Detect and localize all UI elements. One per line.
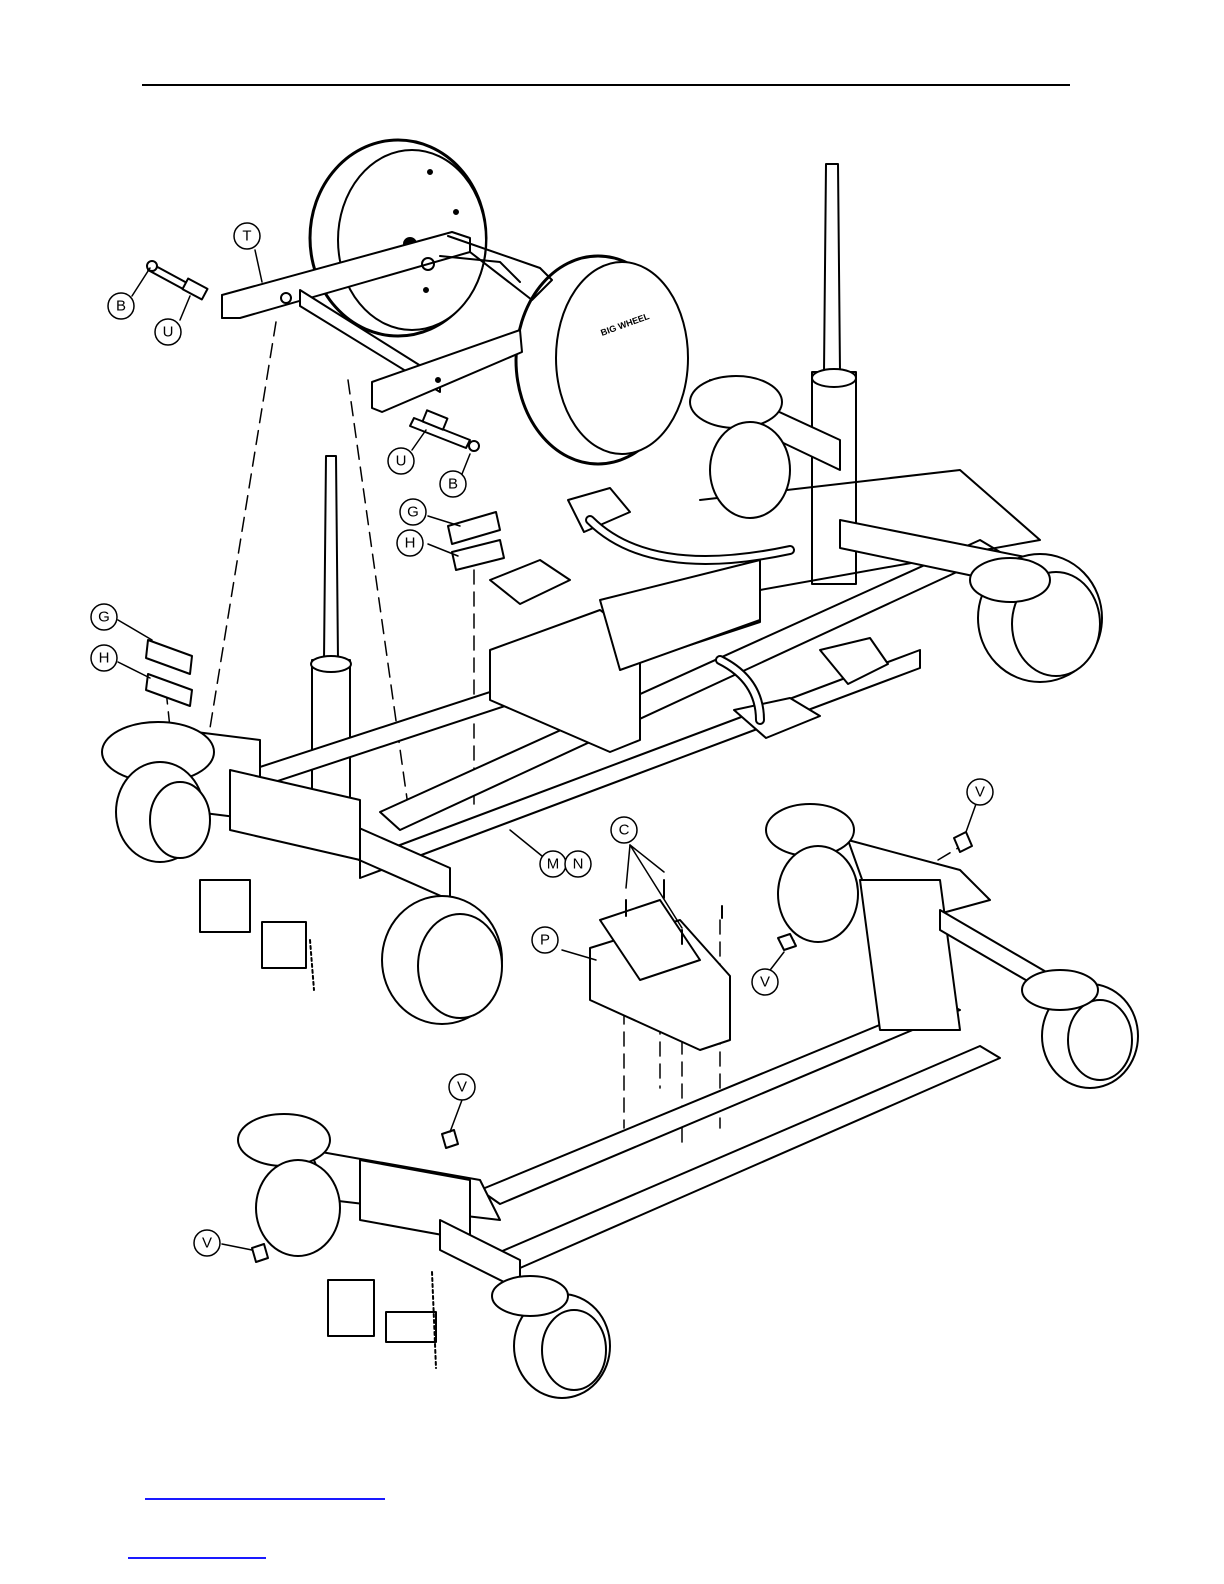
callout-m: M	[540, 851, 566, 877]
callout-p: P	[532, 927, 558, 953]
svg-text:B: B	[448, 476, 458, 493]
svg-text:V: V	[457, 1079, 467, 1096]
svg-text:G: G	[407, 504, 419, 521]
svg-text:N: N	[573, 856, 584, 873]
callout-v-right-top: V	[967, 779, 993, 805]
svg-text:V: V	[202, 1235, 212, 1252]
callout-u-top-center: U	[388, 448, 414, 474]
footer-link-underline[interactable]	[145, 1498, 385, 1500]
footer-link-underline-secondary[interactable]	[128, 1557, 266, 1559]
big-wheel-assembly: BIG WHEEL	[147, 140, 688, 464]
callout-c: C	[611, 817, 637, 843]
callout-v-right-mid: V	[752, 969, 778, 995]
callout-v-bottom-center: V	[449, 1074, 475, 1100]
callout-g-center: G	[400, 499, 426, 525]
callout-g-left: G	[91, 604, 117, 630]
callout-h-center: H	[397, 530, 423, 556]
callout-n: N	[565, 851, 591, 877]
callout-b-top-left: B	[108, 293, 134, 319]
callout-u-top-left: U	[155, 319, 181, 345]
svg-text:B: B	[116, 298, 126, 315]
callout-t: T	[234, 223, 260, 249]
svg-text:H: H	[405, 535, 416, 552]
callout-b-top-center: B	[440, 471, 466, 497]
svg-text:U: U	[163, 324, 174, 341]
bottom-base-frame	[238, 804, 1138, 1398]
svg-text:P: P	[540, 932, 550, 949]
svg-text:U: U	[396, 453, 407, 470]
svg-text:T: T	[242, 228, 251, 245]
mechanism-p	[590, 880, 730, 1050]
callout-v-bottom-left: V	[194, 1230, 220, 1256]
svg-text:V: V	[975, 784, 985, 801]
svg-text:H: H	[99, 650, 110, 667]
svg-text:V: V	[760, 974, 770, 991]
callout-h-left: H	[91, 645, 117, 671]
svg-text:C: C	[619, 822, 630, 839]
svg-text:M: M	[547, 856, 560, 873]
svg-text:G: G	[98, 609, 110, 626]
